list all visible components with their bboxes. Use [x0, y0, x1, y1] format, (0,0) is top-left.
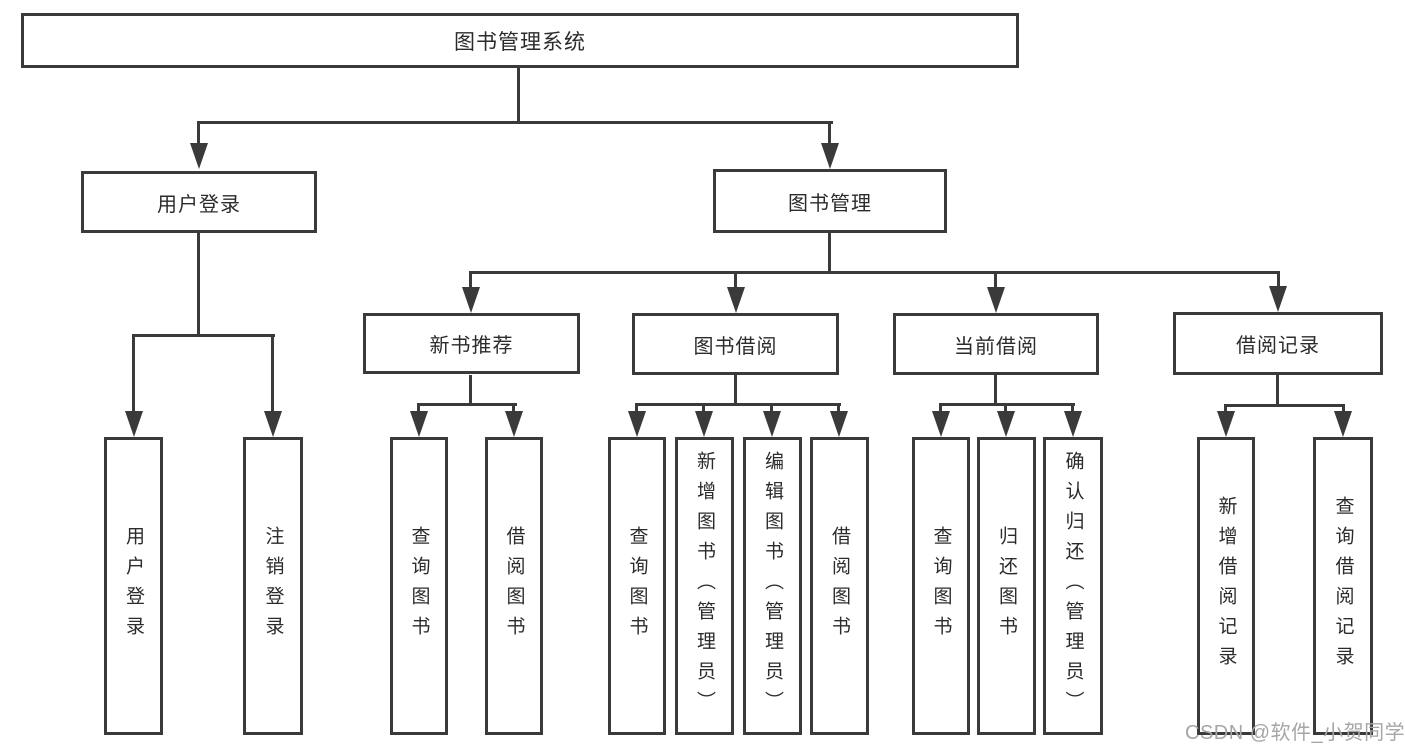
connector-line-vertical [197, 233, 200, 337]
leaf-current-query-books: 查询图书 [912, 437, 970, 735]
arrowhead-down-icon [695, 411, 713, 437]
arrowhead-down-icon [1334, 411, 1352, 437]
leaf-newbook-borrow-books: 借阅图书 [485, 437, 543, 735]
node-label: 查询图书 [626, 526, 648, 646]
arrowhead-down-icon [264, 411, 282, 437]
node-label: 图书借阅 [693, 335, 778, 358]
connector-line-horizontal [1224, 404, 1345, 407]
node-label: 查询图书 [408, 526, 430, 646]
arrowhead-down-icon [410, 411, 428, 437]
node-label: 新增借阅记录 [1215, 496, 1237, 676]
node-label: 用户登录 [157, 193, 241, 216]
arrowhead-down-icon [1217, 411, 1235, 437]
connector-line-horizontal [417, 403, 517, 406]
connector-line-vertical [734, 375, 737, 406]
connector-line-vertical [517, 68, 520, 124]
connector-line-vertical [837, 403, 840, 415]
node-label: 查询图书 [930, 526, 952, 646]
leaf-logout: 注销登录 [243, 437, 303, 735]
connector-line-vertical [469, 271, 472, 291]
arrowhead-down-icon [821, 143, 839, 169]
connector-line-horizontal [635, 403, 841, 406]
leaf-borrow-add-books-admin: 新增图书（管理员） [675, 437, 734, 735]
connector-line-vertical [994, 375, 997, 406]
connector-line-vertical [939, 403, 942, 415]
node-label: 借阅记录 [1236, 335, 1320, 357]
leaf-newbook-query-books: 查询图书 [390, 437, 448, 735]
connector-line-vertical [512, 403, 515, 415]
connector-line-vertical [828, 233, 831, 273]
node-root-library-system: 图书管理系统 [21, 13, 1019, 68]
leaf-current-confirm-return-admin: 确认归还（管理员） [1043, 437, 1103, 735]
node-label: 用户登录 [123, 526, 144, 646]
node-label: 当前借阅 [954, 335, 1038, 358]
node-label: 确认归还（管理员） [1062, 451, 1084, 721]
connector-line-vertical [1224, 404, 1227, 415]
node-label: 归还图书 [996, 526, 1017, 646]
arrowhead-down-icon [1064, 411, 1082, 437]
arrowhead-down-icon [987, 287, 1005, 313]
leaf-borrow-edit-books-admin: 编辑图书（管理员） [743, 437, 802, 735]
node-label: 图书管理系统 [454, 30, 586, 54]
arrowhead-down-icon [932, 411, 950, 437]
arrowhead-down-icon [125, 411, 143, 437]
connector-line-vertical [635, 403, 638, 415]
node-label: 编辑图书（管理员） [762, 451, 783, 721]
node-label: 借阅图书 [503, 526, 525, 646]
connector-line-horizontal [939, 403, 1075, 406]
connector-line-vertical [828, 121, 831, 149]
node-label: 图书管理 [788, 192, 872, 215]
leaf-records-query-record: 查询借阅记录 [1313, 437, 1373, 735]
arrowhead-down-icon [462, 287, 480, 313]
leaf-borrow-query-books: 查询图书 [608, 437, 666, 735]
node-label: 借阅图书 [829, 526, 850, 646]
arrowhead-down-icon [997, 411, 1015, 437]
leaf-borrow-borrow-books: 借阅图书 [810, 437, 869, 735]
arrowhead-down-icon [1269, 286, 1287, 312]
connector-line-vertical [1342, 404, 1345, 415]
node-label: 新增图书（管理员） [694, 451, 715, 721]
node-book-borrow: 图书借阅 [632, 313, 839, 375]
connector-line-vertical [1276, 375, 1279, 407]
connector-line-vertical [417, 403, 420, 415]
node-book-management: 图书管理 [713, 169, 947, 233]
connector-line-vertical [1004, 403, 1007, 415]
node-label: 注销登录 [262, 526, 284, 646]
connector-line-vertical [1277, 271, 1280, 291]
node-label: 新书推荐 [429, 335, 514, 357]
leaf-user-login: 用户登录 [104, 437, 163, 735]
connector-line-horizontal [132, 334, 275, 337]
connector-line-vertical [197, 121, 200, 149]
connector-line-vertical [469, 375, 472, 406]
arrowhead-down-icon [830, 411, 848, 437]
leaf-current-return-books: 归还图书 [977, 437, 1036, 735]
csdn-watermark: CSDN @软件_小贺同学 [1185, 722, 1405, 744]
arrowhead-down-icon [505, 411, 523, 437]
node-borrow-records: 借阅记录 [1173, 312, 1383, 375]
connector-line-horizontal [197, 121, 833, 124]
node-new-book-recommend: 新书推荐 [363, 313, 580, 374]
connector-line-vertical [132, 334, 135, 414]
node-current-borrow: 当前借阅 [893, 313, 1099, 375]
arrowhead-down-icon [727, 287, 745, 313]
arrowhead-down-icon [763, 411, 781, 437]
connector-line-vertical [734, 271, 737, 291]
node-label: 查询借阅记录 [1332, 496, 1354, 676]
connector-line-vertical [702, 403, 705, 415]
connector-line-vertical [994, 271, 997, 291]
connector-line-vertical [770, 403, 773, 415]
connector-line-vertical [271, 334, 274, 414]
connector-line-horizontal [469, 271, 1280, 274]
connector-line-vertical [1071, 403, 1074, 415]
arrowhead-down-icon [190, 143, 208, 169]
node-user-login: 用户登录 [81, 171, 317, 233]
leaf-records-add-record: 新增借阅记录 [1197, 437, 1255, 735]
arrowhead-down-icon [628, 411, 646, 437]
